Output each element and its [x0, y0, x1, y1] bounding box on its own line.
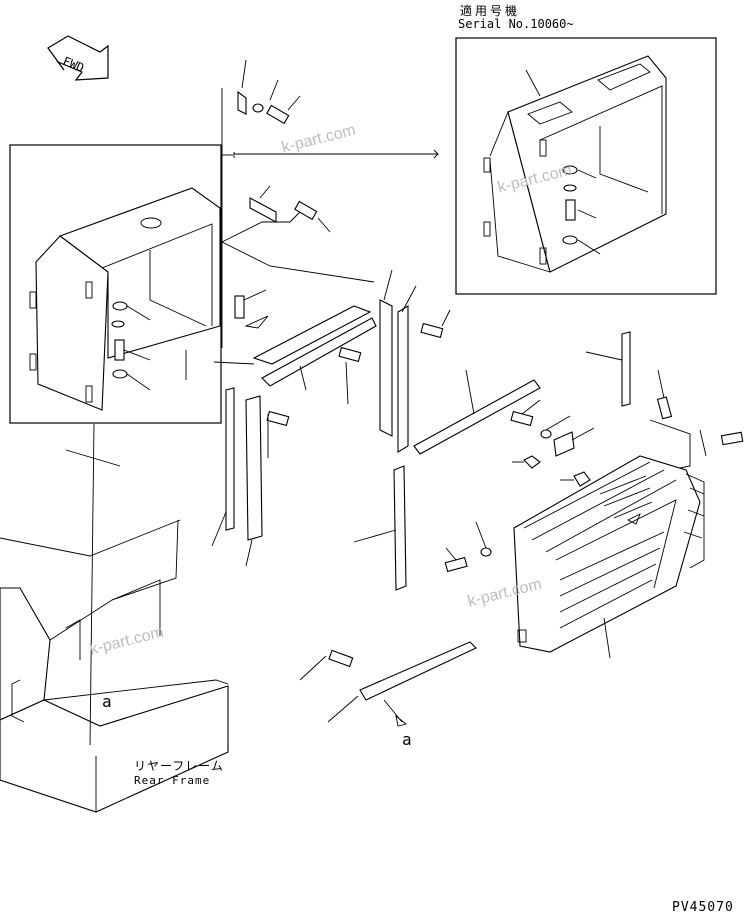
- strip-left-1: [225, 387, 235, 531]
- fwd-arrow-icon: [47, 35, 109, 81]
- serial-header-number: Serial No.10060~: [458, 17, 574, 31]
- bolt-3: [234, 295, 245, 319]
- post-center-right: [397, 305, 409, 453]
- washer-1: [112, 301, 128, 311]
- post-center-left: [379, 299, 393, 437]
- drawing-code: PV45070: [672, 900, 734, 915]
- radiator-guard-left: [29, 187, 221, 411]
- old-type-frame-box: [9, 144, 222, 424]
- bolt-2: [266, 104, 290, 125]
- new-type-frame-box: [455, 37, 717, 295]
- rear-frame-label-japanese: リヤーフレーム: [134, 759, 224, 773]
- seal-strip-upper: [252, 305, 372, 365]
- radiator-grille-guard: [513, 455, 705, 653]
- strip-center-lower: [393, 465, 407, 591]
- ref-mark-bottom: a: [402, 730, 412, 749]
- seal-strip-right: [413, 379, 541, 455]
- ref-mark-top: a: [102, 692, 112, 711]
- strip-right: [621, 331, 631, 407]
- strip-left-2: [245, 395, 263, 541]
- bracket-plate: [249, 197, 277, 223]
- bracket-top: [237, 90, 247, 115]
- cover-strip-lower: [359, 641, 477, 701]
- bolt-1: [114, 339, 125, 361]
- rear-frame: [0, 519, 229, 813]
- serial-header-japanese: 適用号機: [460, 4, 521, 18]
- radiator-guard-right: [483, 55, 667, 273]
- seal-strip-lower: [261, 317, 377, 387]
- rear-frame-label-english: Rear Frame: [134, 774, 211, 787]
